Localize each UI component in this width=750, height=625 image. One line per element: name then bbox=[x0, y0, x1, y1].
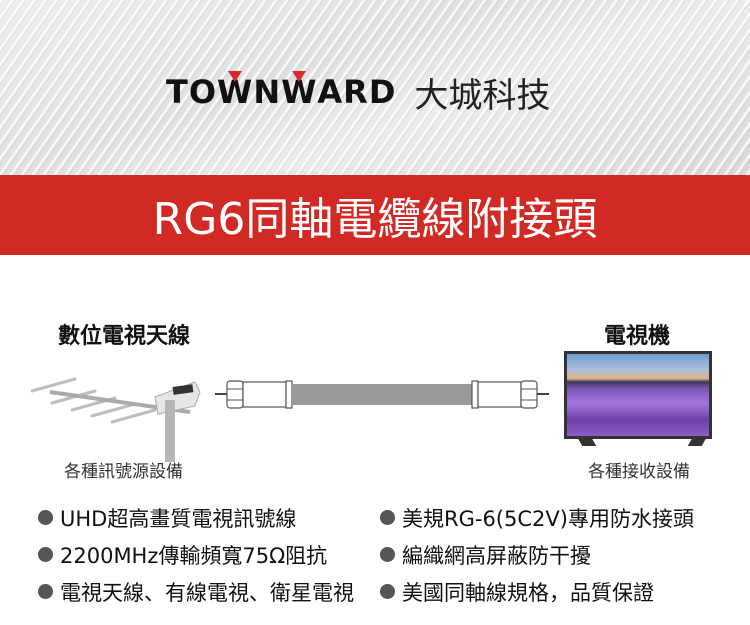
bullet-dot-icon bbox=[380, 584, 395, 599]
tv-stand-left bbox=[577, 438, 597, 446]
feature-item: 美國同軸線規格，品質保證 bbox=[380, 573, 694, 610]
bullet-dot-icon bbox=[38, 584, 53, 599]
feature-item: 2200MHz傳輸頻寬75Ω阻抗 bbox=[38, 536, 354, 573]
brand-logo: TOWNWARD 大城科技 bbox=[166, 72, 550, 116]
antenna-label: 數位電視天線 bbox=[58, 324, 191, 349]
logo-w-accent: W bbox=[281, 73, 318, 111]
bullet-dot-icon bbox=[38, 547, 53, 562]
bullet-dot-icon bbox=[38, 510, 53, 525]
features-right: 美規RG-6(5C2V)專用防水接頭 編織網高屏蔽防干擾 美國同軸線規格，品質保… bbox=[380, 499, 694, 610]
coaxial-cable-icon bbox=[215, 380, 549, 409]
title-banner: RG6同軸電纜線附接頭 bbox=[0, 175, 750, 255]
tv-icon bbox=[564, 351, 712, 439]
antenna-icon bbox=[30, 377, 201, 462]
feature-item: 美規RG-6(5C2V)專用防水接頭 bbox=[380, 499, 694, 536]
tv-screen-image bbox=[567, 354, 709, 436]
features-left: UHD超高畫質電視訊號線 2200MHz傳輸頻寬75Ω阻抗 電視天線、有線電視、… bbox=[38, 499, 354, 610]
logo-w-accent: W bbox=[217, 73, 254, 111]
bullet-dot-icon bbox=[380, 547, 395, 562]
brand-name-zh: 大城科技 bbox=[414, 75, 551, 116]
feature-item: 編織網高屏蔽防干擾 bbox=[380, 536, 694, 573]
brand-name-en: TOWNWARD bbox=[166, 73, 397, 111]
tv-label: 電視機 bbox=[604, 324, 671, 349]
feature-item: 電視天線、有線電視、衛星電視 bbox=[38, 573, 354, 610]
feature-item: UHD超高畫質電視訊號線 bbox=[38, 499, 354, 536]
product-title: RG6同軸電纜線附接頭 bbox=[152, 194, 598, 245]
antenna-sublabel: 各種訊號源設備 bbox=[64, 462, 183, 482]
header-brushed-metal: TOWNWARD 大城科技 bbox=[0, 0, 750, 175]
bullet-dot-icon bbox=[380, 510, 395, 525]
tv-sublabel: 各種接收設備 bbox=[588, 462, 690, 482]
tv-stand-right bbox=[687, 438, 707, 446]
